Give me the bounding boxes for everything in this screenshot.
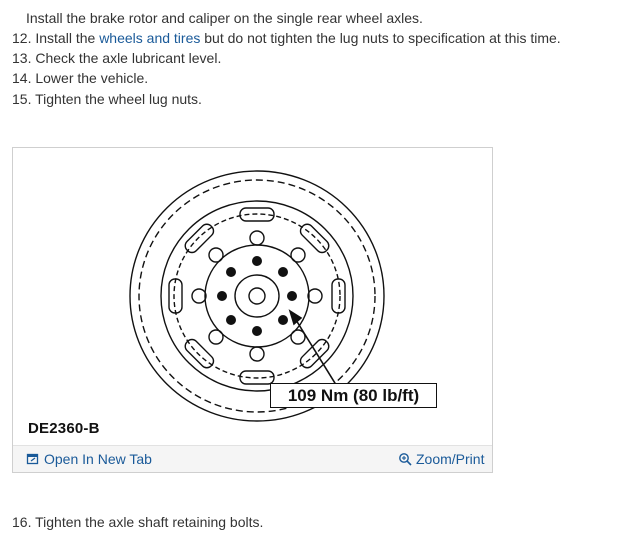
hub-center-inner	[248, 287, 266, 305]
torque-callout: 109 Nm (80 lb/ft)	[270, 383, 437, 408]
zoom-magnifier-icon	[399, 453, 412, 466]
step-12-text-after: but do not tighten the lug nuts to speci…	[200, 30, 561, 46]
rim-inner-ring	[173, 213, 341, 379]
step-14-line: 14. Lower the vehicle.	[12, 69, 148, 87]
step-12-line: 12. Install the wheels and tires but do …	[12, 29, 561, 47]
open-in-new-tab-link[interactable]: Open In New Tab	[26, 451, 152, 467]
zoom-print-link[interactable]: Zoom/Print	[398, 451, 484, 467]
figure-code: DE2360-B	[28, 420, 100, 437]
step-13-text: Check the axle lubricant level.	[35, 50, 222, 66]
rim-ring	[160, 200, 354, 392]
step-16-number: 16.	[12, 514, 32, 530]
step-13-line: 13. Check the axle lubricant level.	[12, 49, 221, 67]
step-14-number: 14.	[12, 70, 32, 86]
open-in-new-tab-label: Open In New Tab	[44, 451, 152, 467]
wheels-and-tires-link[interactable]: wheels and tires	[99, 30, 201, 46]
step-16-text: Tighten the axle shaft retaining bolts.	[35, 514, 264, 530]
step-15-number: 15.	[12, 91, 32, 107]
step-11-text: Install the brake rotor and caliper on t…	[26, 10, 423, 26]
tire-inner-ring	[138, 179, 376, 413]
outer-lug-studs	[191, 230, 323, 362]
hub-center-outer	[234, 274, 280, 318]
step-15-text: Tighten the wheel lug nuts.	[35, 91, 202, 107]
tire-outer-ring	[129, 170, 385, 422]
open-new-tab-icon	[26, 453, 39, 465]
step-13-number: 13.	[12, 50, 32, 66]
step-16-line: 16. Tighten the axle shaft retaining bol…	[12, 513, 263, 531]
figure-footer	[13, 445, 492, 472]
step-11-line: Install the brake rotor and caliper on t…	[26, 9, 423, 27]
step-15-line: 15. Tighten the wheel lug nuts.	[12, 90, 202, 108]
torque-leader-arrow	[288, 309, 339, 389]
step-12-number: 12.	[12, 30, 32, 46]
lug-nuts	[217, 256, 297, 336]
step-14-text: Lower the vehicle.	[35, 70, 149, 86]
step-12-text-before: Install the	[35, 30, 100, 46]
zoom-print-label: Zoom/Print	[416, 451, 485, 467]
